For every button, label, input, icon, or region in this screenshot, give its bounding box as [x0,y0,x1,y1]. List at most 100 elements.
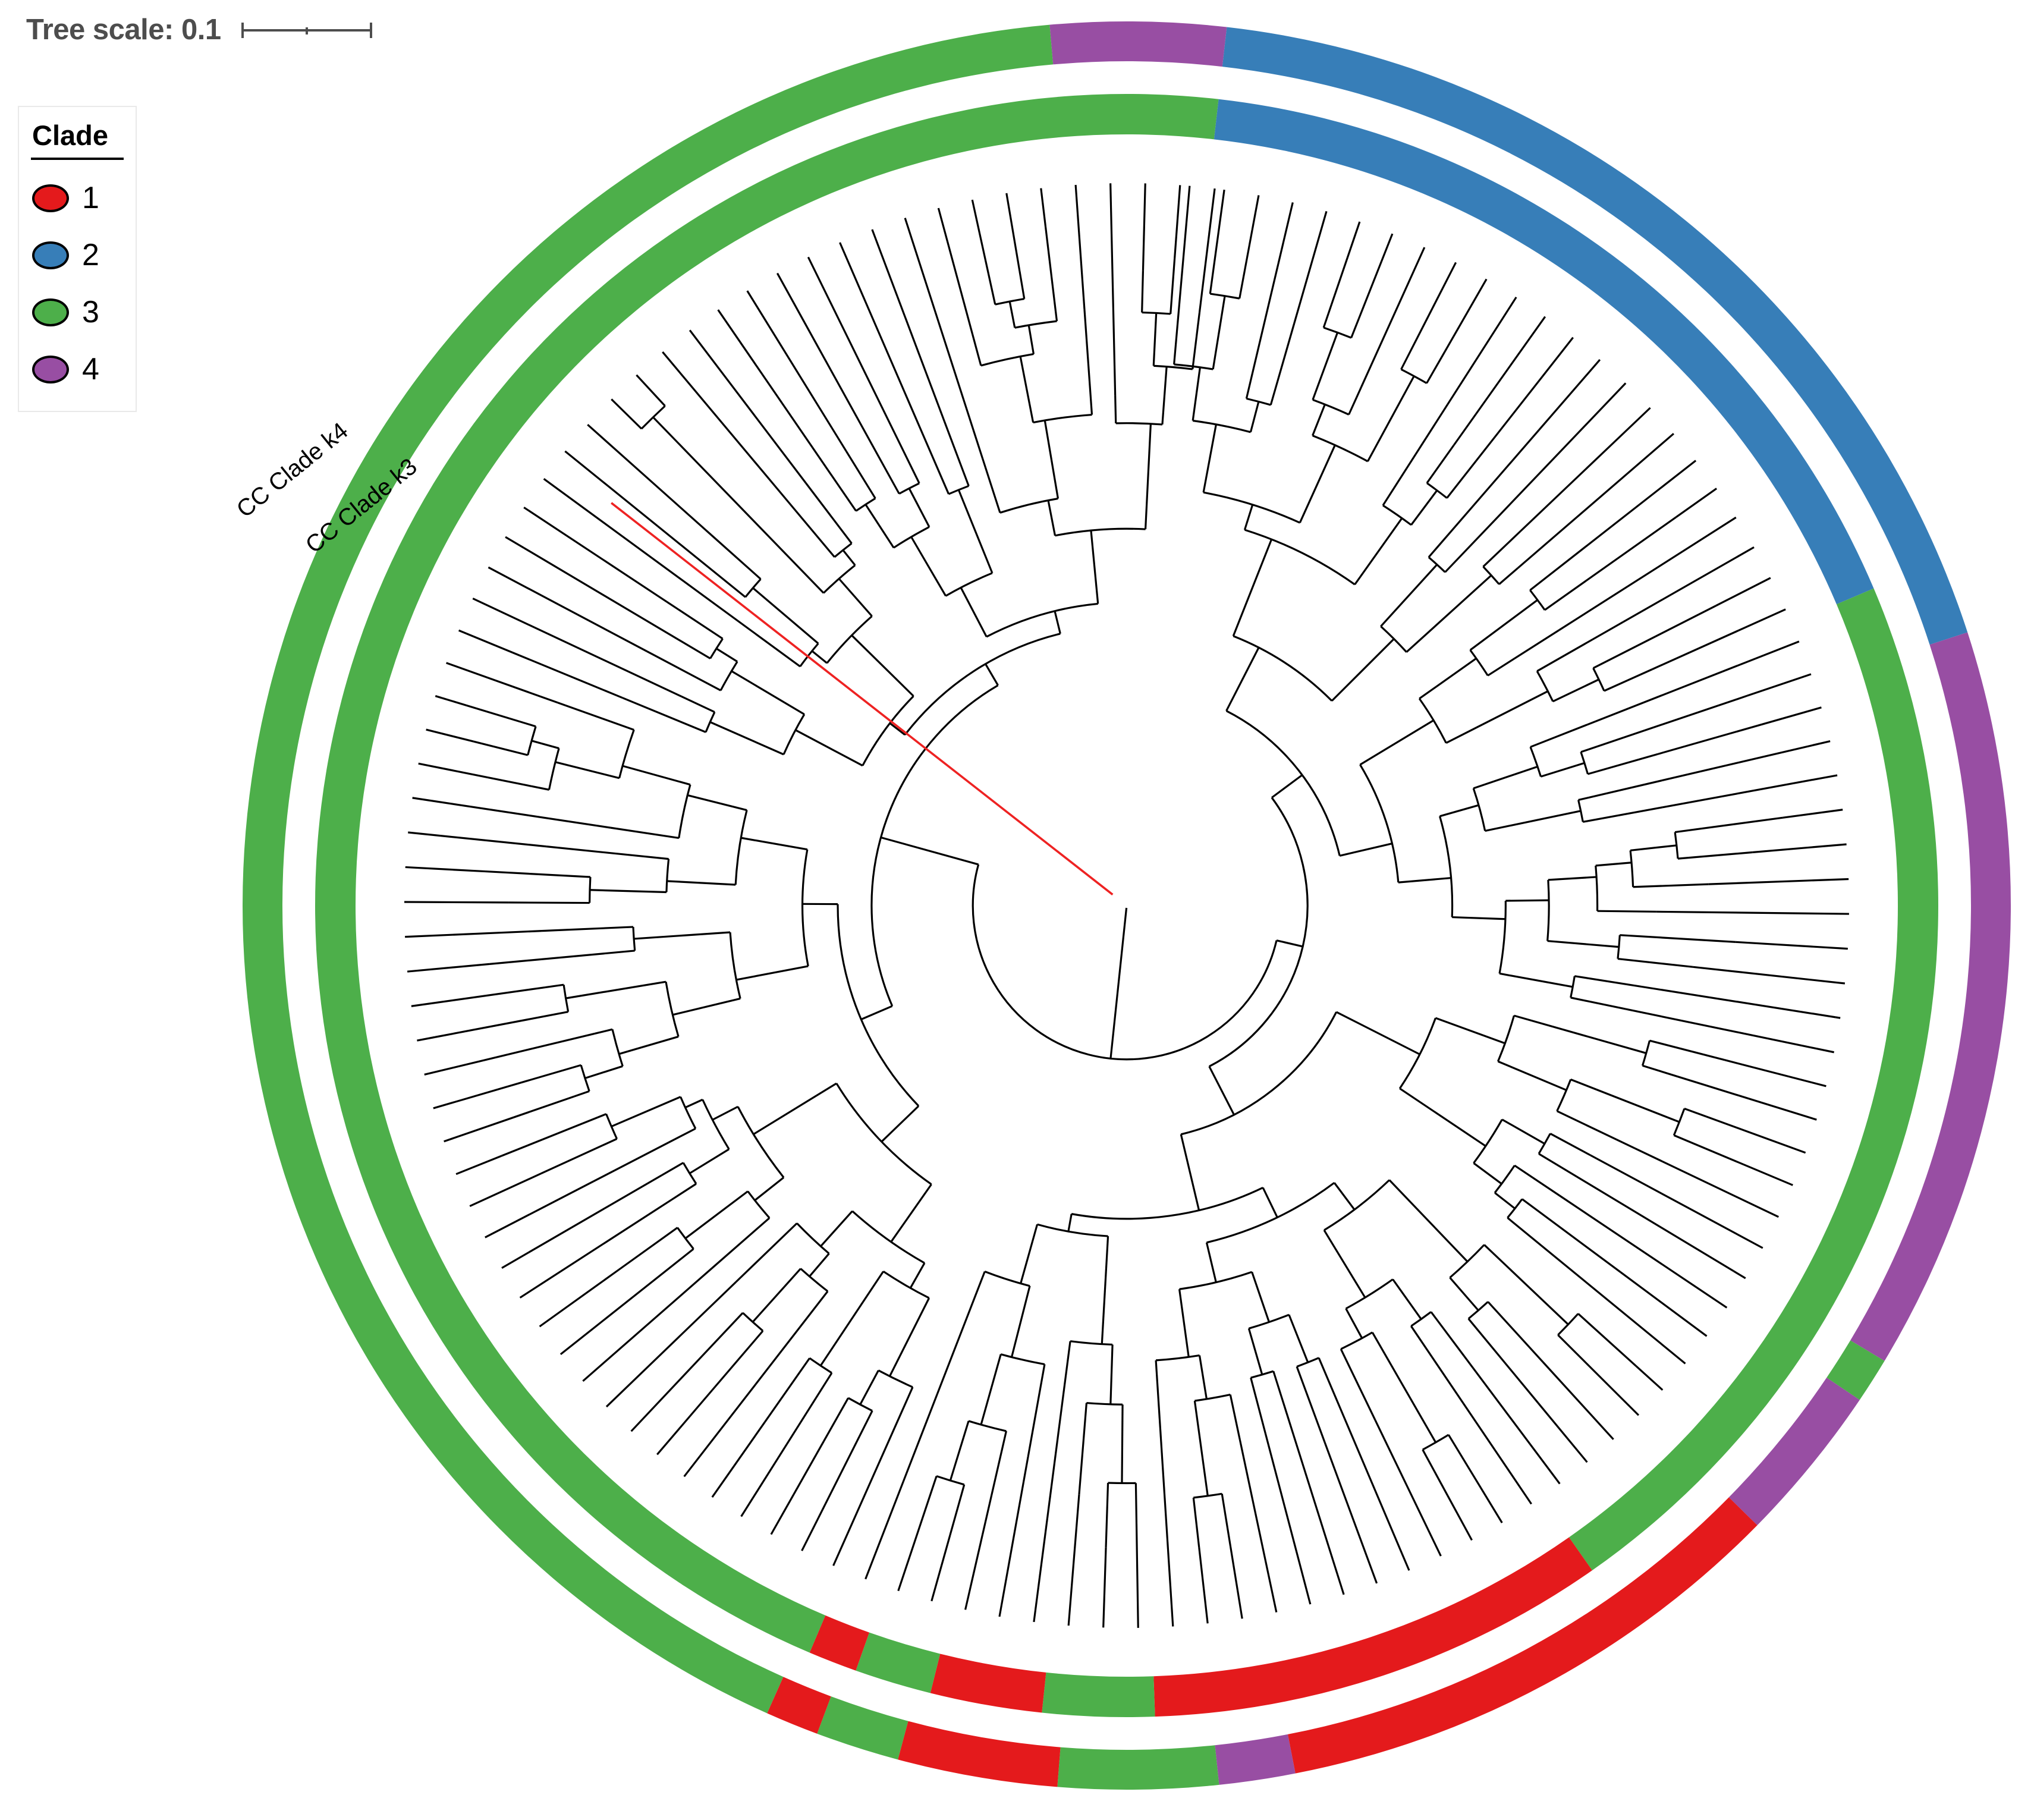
tree-branch [811,650,828,664]
tree-branch [1529,746,1542,777]
tree-branch [838,578,873,617]
tree-branch [1250,1377,1265,1426]
tree-branch [851,634,914,697]
tree-branch [652,416,825,594]
tree-branch [890,1183,932,1243]
tree-branch [1155,1354,1200,1362]
tree-branch [1251,1271,1270,1323]
tree-branch [689,1148,730,1174]
ring-segment [1568,588,1939,1571]
tree-branch [1460,1351,1561,1485]
tree-branch [711,1217,771,1269]
tree-branch [1102,1547,1107,1628]
tree-branch [531,740,559,750]
tree-branch [1070,1340,1113,1346]
legend-item-clade-2[interactable]: 2 [30,227,125,284]
tree-branch [671,1183,697,1201]
tree-branch [1027,325,1035,354]
tree-branch [1544,516,1677,611]
tree-branch [1656,910,1849,915]
tree-branch [458,629,623,699]
tree-branch [1173,237,1186,364]
tree-branch [1388,1179,1469,1263]
tree-branch [461,1064,581,1101]
tree-branch [839,242,881,337]
tree-branch [1642,1064,1705,1086]
legend-item-clade-4[interactable]: 4 [30,341,125,398]
tree-branch [1453,316,1546,446]
legend-item-clade-1[interactable]: 1 [30,169,125,227]
tree-branch [954,373,1001,513]
tree-branch [1339,843,1392,857]
tree-branch [689,329,807,484]
tree-branch [1557,1334,1624,1400]
tree-branch [1583,806,1663,823]
tree-branch [1406,574,1492,653]
tree-branch [1463,1526,1473,1541]
tree-branch [501,1174,662,1269]
tree-branch [1198,1547,1209,1624]
tree-branch [1152,313,1158,366]
tree-branch [957,489,994,574]
tree-branch [404,901,509,904]
tree-branch [1617,957,1693,968]
tree-branch [999,497,1058,514]
tree-branch [584,1065,623,1079]
tree-branch [1173,185,1181,259]
tree-branch [781,1290,829,1351]
tree-branch [1209,199,1224,294]
tree-branch [1517,433,1674,569]
tree-branch [1487,1301,1543,1363]
tree-branch [881,1105,920,1143]
ring-segment [767,1677,831,1734]
tree-branch [1340,1349,1376,1420]
tree-branch [801,1517,819,1551]
tree-branch [894,1387,914,1429]
tree-branch [678,784,691,838]
tree-branch [1345,1278,1394,1310]
tree-branch [1249,401,1260,433]
tree-branch [665,859,670,892]
tree-branch [711,1330,764,1391]
tree-branch [1312,404,1326,436]
tree-branch [1359,764,1400,883]
tree-branch [622,765,691,786]
tree-branch [945,572,993,597]
ring-segment [1042,1672,1155,1717]
tree-branch [1318,1357,1403,1554]
tree-branch [968,1420,1007,1432]
tree-branch [1161,366,1168,425]
tree-branch [1212,296,1226,370]
tree-branch [1221,1494,1232,1547]
tree-branch [1447,1434,1458,1450]
legend-item-clade-3[interactable]: 3 [30,284,125,341]
ring-segment [1287,1497,1758,1774]
tree-branch [1398,876,1451,884]
tree-branch [435,1011,568,1038]
tree-branch [754,1177,785,1202]
tree-branch [702,1099,730,1150]
tree-branch [1733,1270,1746,1280]
tree-branch [1708,878,1849,885]
tree-branch [543,478,685,583]
tree-branch [826,615,873,664]
tree-branch [1360,247,1426,388]
tree-branch [1198,188,1216,313]
tree-branch [908,1476,938,1557]
tree-branch [684,1190,749,1240]
tree-branch [1371,1332,1437,1443]
tree-branch [1392,1278,1422,1320]
tree-branch [405,866,486,873]
tree-branch [489,950,635,965]
tree-branch [1752,843,1847,854]
tree-branch [818,1410,873,1519]
tree-branch [1674,816,1784,834]
tree-branch [1109,183,1117,396]
tree-branch [1546,879,1550,941]
tree-branch [1348,386,1362,415]
tree-branch [1549,1133,1591,1156]
tree-branch [680,1096,697,1129]
tree-branch [1430,1311,1462,1352]
tree-branch [1520,407,1651,532]
tree-branch [1222,189,1225,199]
